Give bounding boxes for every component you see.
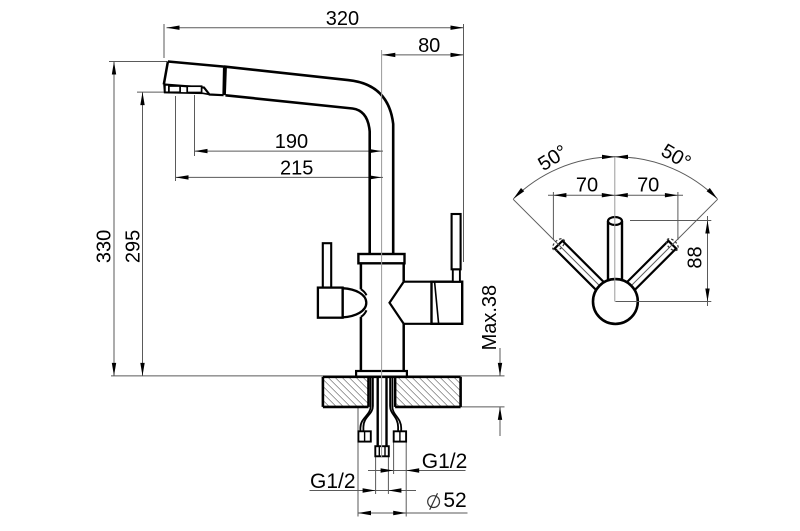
svg-text:190: 190: [275, 131, 308, 153]
svg-text:G1/2: G1/2: [422, 450, 468, 473]
svg-text:Max.38: Max.38: [479, 285, 501, 351]
svg-text:52: 52: [443, 489, 466, 512]
svg-text:330: 330: [93, 230, 115, 263]
svg-text:215: 215: [280, 158, 313, 180]
svg-text:70: 70: [637, 174, 659, 196]
svg-text:80: 80: [418, 35, 440, 57]
svg-text:295: 295: [123, 230, 145, 263]
svg-text:88: 88: [685, 246, 707, 268]
svg-text:G1/2: G1/2: [310, 470, 356, 493]
svg-text:70: 70: [576, 174, 598, 196]
svg-text:320: 320: [326, 8, 359, 30]
